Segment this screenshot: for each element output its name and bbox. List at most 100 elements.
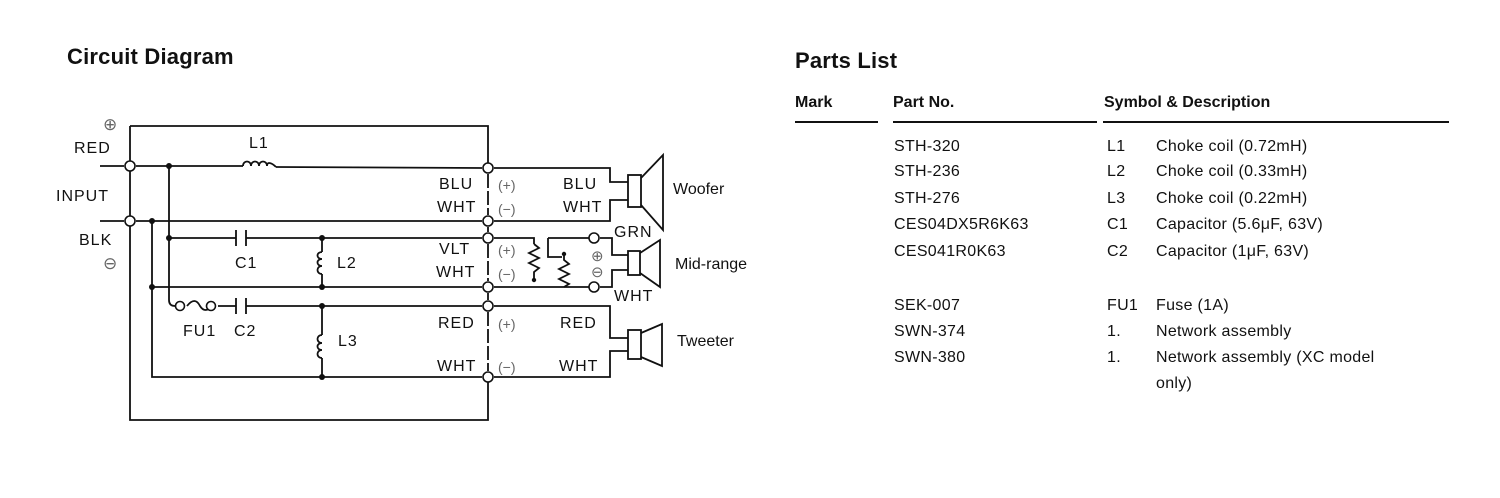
inductor-l3 [316, 334, 323, 359]
wire-woofer-pos [494, 167, 628, 183]
node-mid-grn [588, 232, 600, 244]
part-number: STH-236 [894, 163, 961, 180]
junction-dot [149, 218, 155, 224]
part-number: STH-276 [894, 190, 961, 207]
part-description: Choke coil (0.72mH) [1156, 138, 1308, 155]
resistor-1 [526, 243, 542, 280]
tweeter-left-neg-label: WHT [437, 358, 477, 375]
part-number: CES04DX5R6K63 [894, 216, 1029, 233]
midrange-left-pos-label: VLT [439, 241, 471, 258]
midrange-right-pos-label: GRN [614, 224, 653, 241]
woofer-left-pos-label: BLU [439, 176, 474, 193]
part-number: CES041R0K63 [894, 243, 1006, 260]
part-number: STH-320 [894, 138, 961, 155]
junction-dot [319, 303, 325, 309]
wire-l1-to-blu [275, 166, 483, 169]
midrange-cone [639, 238, 661, 289]
part-description: Choke coil (0.33mH) [1156, 163, 1308, 180]
input-label: INPUT [56, 188, 109, 205]
part-number: SEK-007 [894, 297, 961, 314]
tweeter-magnet [627, 329, 642, 360]
woofer-label: Woofer [673, 181, 725, 198]
tweeter-cone [640, 322, 663, 368]
junction-dot [319, 284, 325, 290]
woofer-cone [640, 152, 664, 233]
part-number: SWN-374 [894, 323, 966, 340]
midrange-plus-terminal: (+) [498, 242, 516, 258]
wire-mid-spk-pos [600, 237, 628, 256]
part-number: SWN-380 [894, 349, 966, 366]
circuit-diagram-title: Circuit Diagram [67, 44, 234, 69]
wire-mid-spk-neg [600, 269, 628, 288]
part-symbol: 1. [1107, 323, 1121, 340]
wire-tweeter-pos [494, 305, 628, 339]
part-description: Choke coil (0.22mH) [1156, 190, 1308, 207]
midrange-minus-terminal: (−) [498, 266, 516, 282]
midrange-right-neg-label: WHT [614, 288, 654, 305]
part-symbol: L1 [1107, 138, 1126, 155]
input-red-label: RED [74, 140, 111, 157]
tweeter-label: Tweeter [677, 333, 734, 350]
node-tweeter-neg [482, 371, 494, 383]
resistor-wiper-dot [561, 251, 567, 257]
column-header-symbol-description: Symbol & Description [1104, 94, 1271, 111]
component-label-fu1: FU1 [183, 323, 217, 340]
midrange-spk-minus-icon: ⊖ [591, 264, 604, 281]
part-description: Fuse (1A) [1156, 297, 1229, 314]
part-symbol: L2 [1107, 163, 1126, 180]
woofer-plus-terminal: (+) [498, 177, 516, 193]
wire-left-bus [129, 126, 489, 421]
circuit-schematic [100, 125, 664, 421]
part-symbol: 1. [1107, 349, 1121, 366]
capacitor-c1 [235, 230, 247, 246]
header-divider [795, 121, 878, 123]
junction-dot [166, 163, 172, 169]
inductor-l2 [316, 251, 323, 275]
part-symbol: C1 [1107, 216, 1129, 233]
plus-terminal-icon: ⊕ [103, 115, 118, 134]
inductor-l1 [242, 160, 277, 168]
header-divider [893, 121, 1097, 123]
woofer-right-pos-label: BLU [563, 176, 598, 193]
wire-top-loop [130, 125, 489, 168]
woofer-magnet [627, 174, 642, 208]
node-mid-pos [482, 232, 494, 244]
part-symbol: C2 [1107, 243, 1129, 260]
node-tweeter-pos [482, 300, 494, 312]
woofer-minus-terminal: (−) [498, 201, 516, 217]
node-mid-neg [482, 281, 494, 293]
part-symbol: L3 [1107, 190, 1126, 207]
part-description: Network assembly [1156, 323, 1292, 340]
midrange-spk-plus-icon: ⊕ [591, 248, 604, 265]
junction-dot [319, 235, 325, 241]
input-blk-label: BLK [79, 232, 113, 249]
minus-terminal-icon: ⊖ [103, 254, 118, 273]
node-woofer-pos [482, 162, 494, 174]
tweeter-plus-terminal: (+) [498, 316, 516, 332]
wire-mid-pos [494, 237, 535, 244]
fuse-terminal-right [205, 300, 217, 312]
midrange-label: Mid-range [675, 256, 748, 273]
component-label-l3: L3 [338, 333, 358, 350]
component-label-l1: L1 [249, 135, 269, 152]
node-blk-input [124, 215, 136, 227]
tweeter-right-neg-label: WHT [559, 358, 599, 375]
component-label-c1: C1 [235, 255, 258, 272]
midrange-magnet [627, 250, 641, 276]
tweeter-minus-terminal: (−) [498, 359, 516, 375]
part-symbol: FU1 [1107, 297, 1139, 314]
resistor-wiper-dot [531, 277, 537, 283]
wire-woofer-neg [494, 199, 628, 222]
woofer-left-neg-label: WHT [437, 199, 477, 216]
part-description: Capacitor (1μF, 63V) [1156, 243, 1310, 260]
fuse-terminal-left [174, 300, 186, 312]
node-woofer-neg [482, 215, 494, 227]
capacitor-c2 [235, 298, 247, 314]
midrange-left-neg-label: WHT [436, 264, 476, 281]
wire-tweeter-neg [494, 350, 628, 378]
wire-red-branch [168, 166, 176, 307]
parts-list-title: Parts List [795, 48, 898, 73]
tweeter-left-pos-label: RED [438, 315, 475, 332]
junction-dot [319, 374, 325, 380]
wire-res-link [547, 238, 562, 258]
